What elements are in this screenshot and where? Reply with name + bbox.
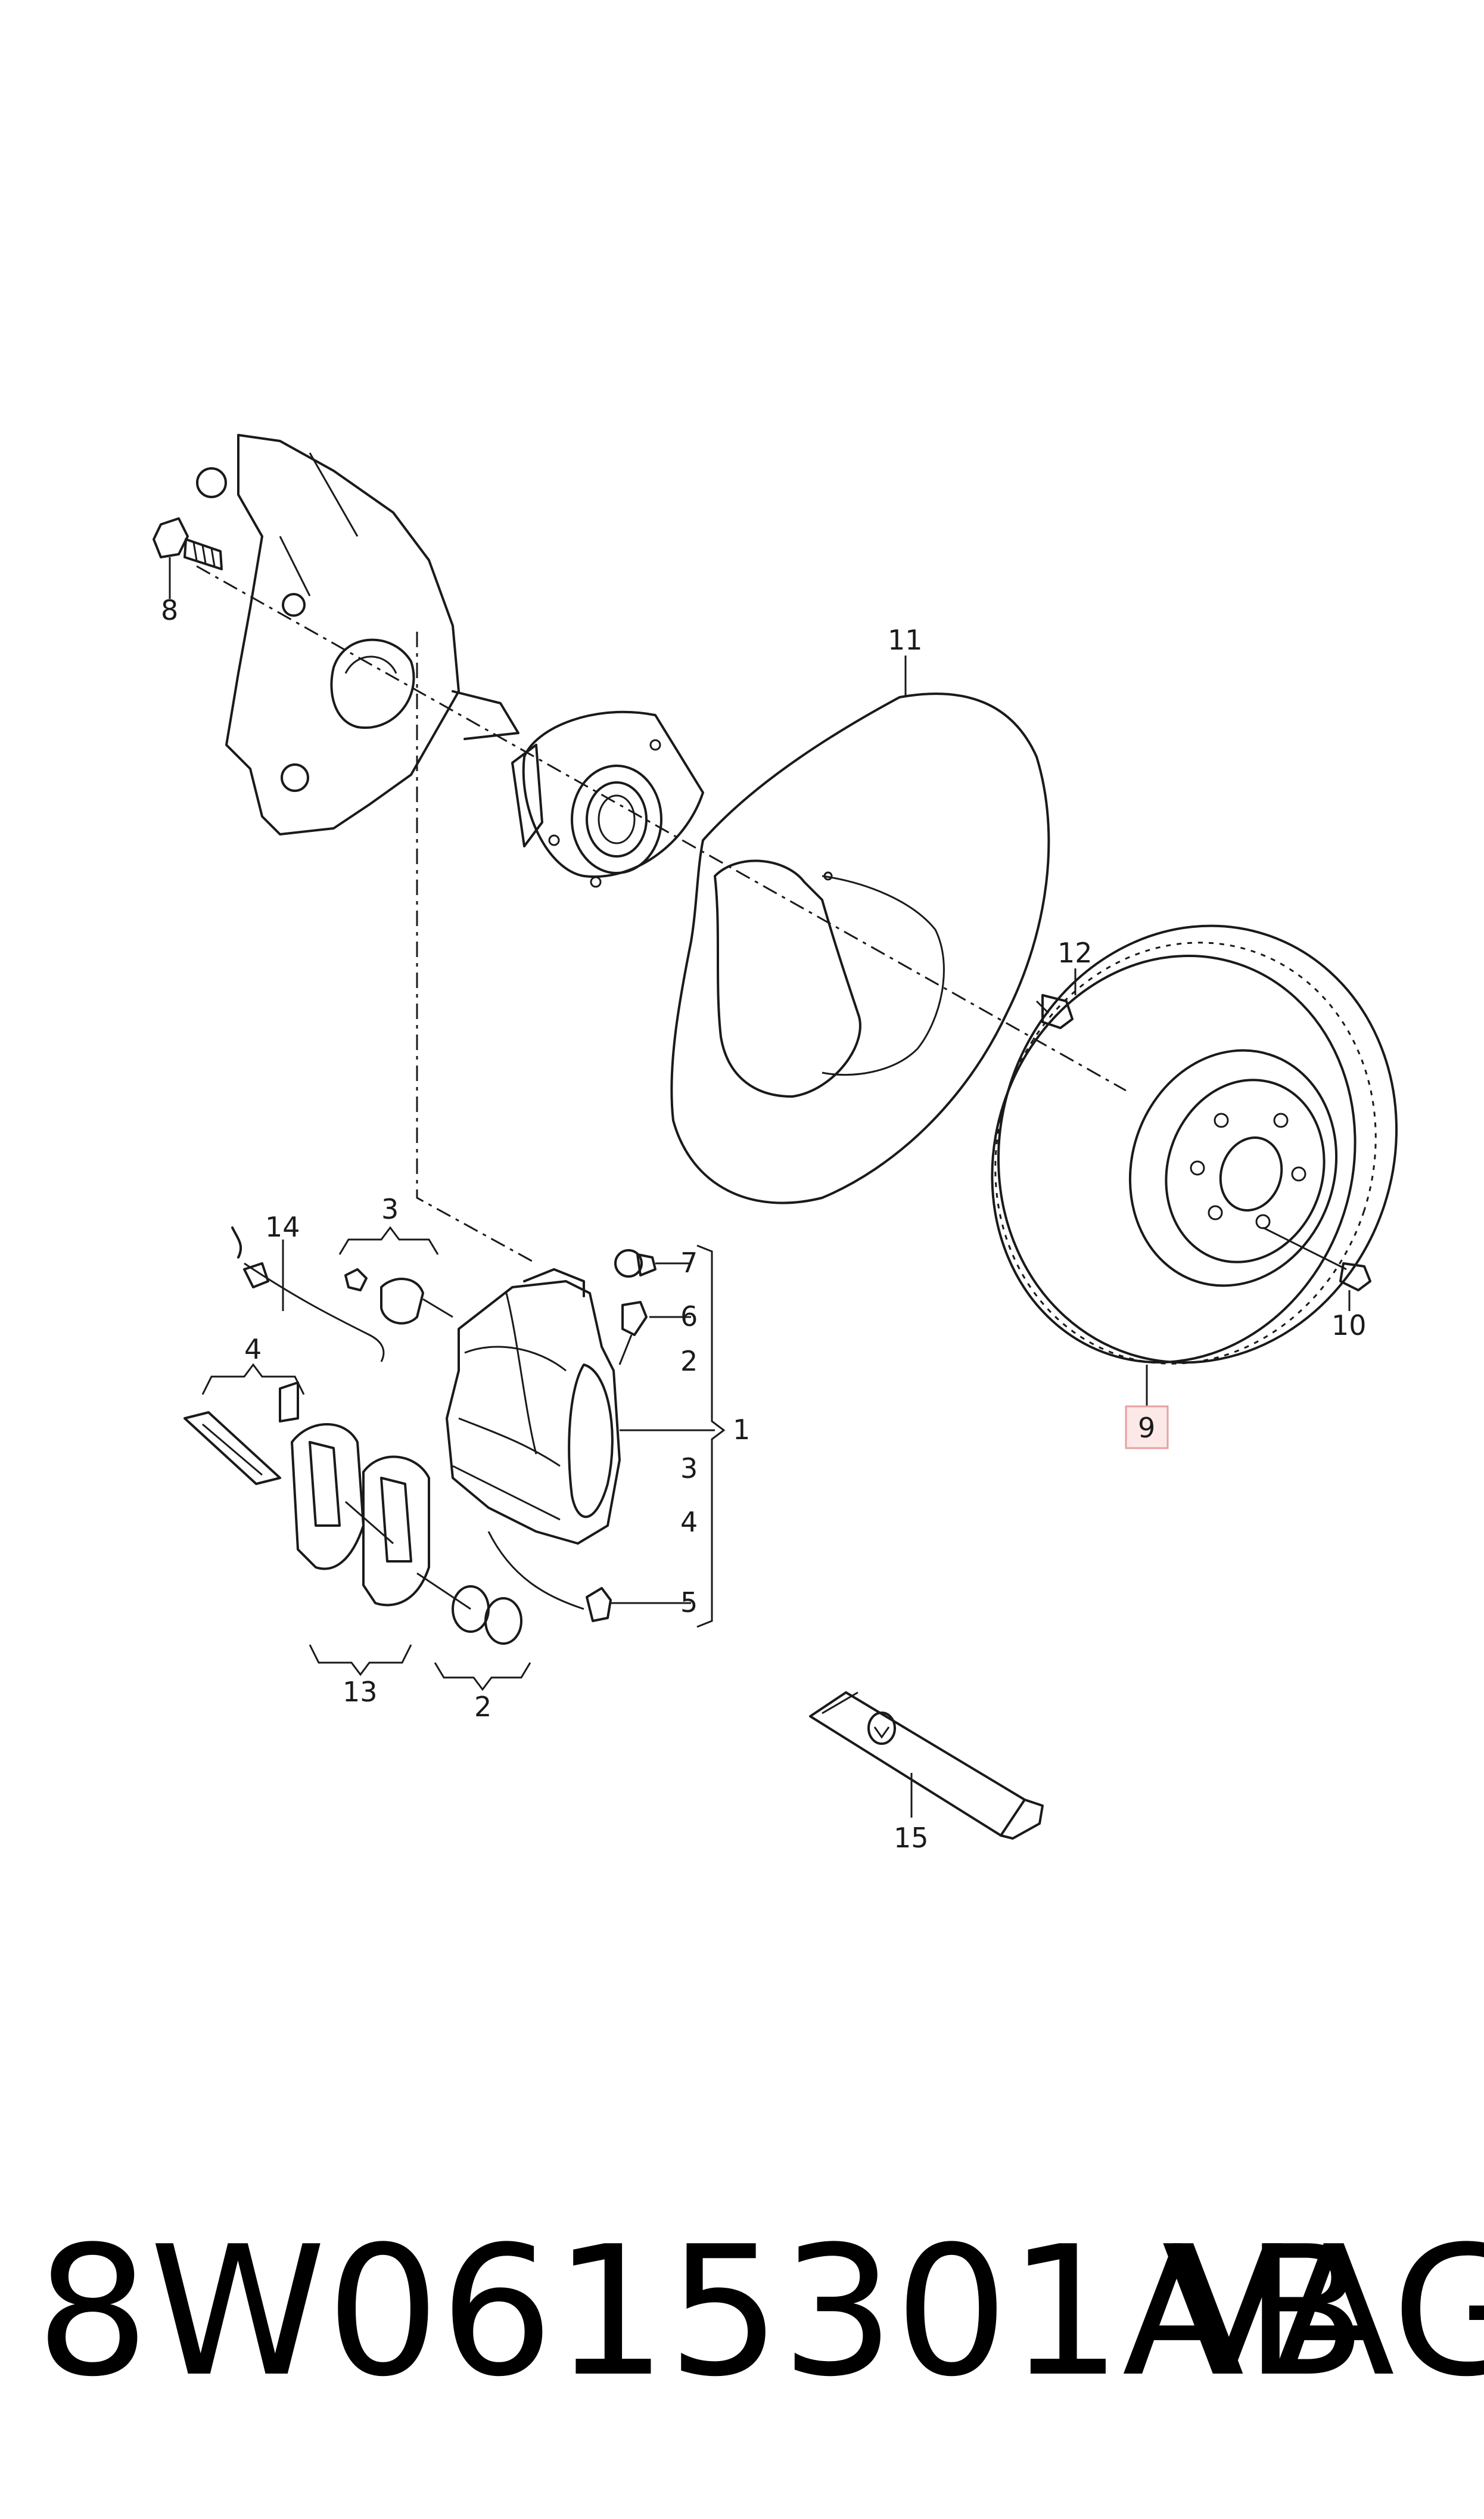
bleeder-cap	[614, 1249, 657, 1278]
bleeder-valve	[618, 1301, 648, 1365]
brake-pad-set	[291, 1423, 430, 1607]
shield-screw	[1035, 994, 1074, 1029]
callout-2-top: 2	[680, 1345, 698, 1377]
callout-13: 13	[343, 1676, 378, 1708]
callout-9: 9	[1138, 1412, 1155, 1444]
seal-rings	[416, 1572, 522, 1645]
highlight-box-9	[1125, 1405, 1169, 1449]
guide-bolt-kit	[344, 1268, 453, 1325]
callout-4-right: 4	[680, 1506, 698, 1538]
grease-tube	[809, 1691, 1044, 1840]
caliper-fitting	[487, 1531, 612, 1622]
wear-sensor	[231, 1226, 385, 1362]
callout-10: 10	[1331, 1309, 1367, 1341]
bracket-2-bottom	[434, 1662, 531, 1691]
callout-8: 8	[161, 594, 178, 626]
callout-12: 12	[1057, 937, 1093, 969]
anti-squeal-plate	[183, 1381, 299, 1485]
knuckle-bolt	[153, 517, 223, 570]
splash-shield	[670, 692, 1050, 1204]
caption: 8W0615301AB VAG	[36, 2205, 1484, 2419]
callout-3-right: 3	[680, 1452, 698, 1484]
callout-1: 1	[733, 1414, 750, 1446]
brake-caliper	[446, 1268, 621, 1545]
callout-6: 6	[680, 1300, 698, 1333]
callout-14: 14	[265, 1211, 300, 1243]
steering-knuckle	[196, 434, 519, 835]
part-number: 8W0615301AB	[36, 2208, 1367, 2416]
callout-11: 11	[888, 624, 923, 656]
brake-disc	[991, 924, 1398, 1365]
callout-15: 15	[894, 1822, 929, 1854]
assembly-axis-caliper	[416, 632, 537, 1265]
bracket-4	[201, 1363, 305, 1395]
brand-name: VAG	[1162, 2208, 1484, 2416]
callout-5: 5	[680, 1586, 698, 1619]
disc-screw	[1262, 1226, 1371, 1291]
bracket-13	[309, 1644, 412, 1676]
bracket-caliper-kit	[696, 1244, 726, 1628]
wheel-hub	[511, 710, 704, 888]
callout-2-bottom: 2	[474, 1691, 491, 1723]
exploded-parts-diagram: 1 2 2 3 3 4 4 5 6 7 8 9 10 11 12 13 14 1…	[153, 434, 1398, 1854]
callout-3-top: 3	[381, 1193, 399, 1225]
callout-4-left: 4	[244, 1333, 262, 1365]
callout-7: 7	[680, 1247, 698, 1279]
bracket-3-top	[338, 1226, 439, 1255]
